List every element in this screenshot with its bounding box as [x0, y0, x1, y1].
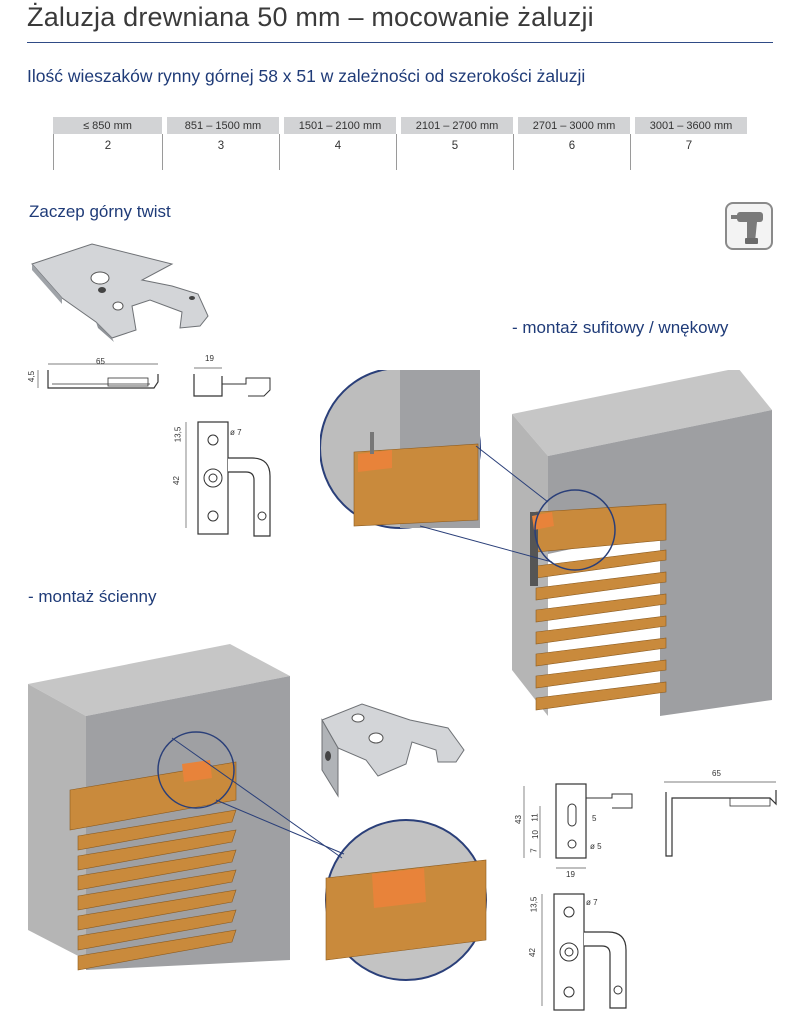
dimension-label: 10 [530, 830, 540, 839]
table-header-cell: 851 – 1500 mm [162, 117, 279, 134]
table-cell: 3 [162, 134, 279, 170]
dimension-label: 65 [712, 769, 721, 778]
dimension-label: 43 [513, 815, 523, 824]
table-caption: Ilość wieszaków rynny górnej 58 x 51 w z… [27, 66, 586, 86]
table-cell: 2 [53, 134, 162, 170]
dimension-label: 65 [96, 357, 105, 366]
wall-bracket-image [321, 703, 465, 798]
table-header-row: ≤ 850 mm 851 – 1500 mm 1501 – 2100 mm 21… [53, 117, 747, 134]
dimension-label: 11 [530, 813, 540, 822]
table-cell: 6 [513, 134, 630, 170]
bracket-side-drawing [37, 363, 159, 389]
table-header-cell: ≤ 850 mm [53, 117, 162, 134]
dimension-label: 42 [527, 948, 537, 957]
table-row: 2 3 4 5 6 7 [53, 134, 747, 170]
dimension-label: ø 7 [230, 428, 242, 437]
dimension-label: 5 [592, 814, 597, 823]
dimension-label: ø 7 [586, 898, 598, 907]
wall-bracket-front-drawing [523, 783, 633, 869]
dimension-label: 7 [529, 848, 539, 853]
table-cell: 4 [279, 134, 396, 170]
drill-icon [725, 202, 773, 250]
ceiling-mount-heading: - montaż sufitowy / wnękowy [512, 318, 729, 337]
wall-mount-image [28, 644, 487, 981]
dimension-label: 13,5 [173, 426, 183, 443]
wall-bracket-side-drawing [664, 781, 777, 857]
dimension-label: 13,5 [529, 896, 539, 913]
wall-bracket-bottom-drawing [541, 893, 627, 1011]
wall-mount-heading: - montaż ścienny [28, 587, 157, 606]
dimension-label: 19 [205, 354, 214, 363]
dimension-label: 19 [566, 870, 575, 879]
table-header-cell: 1501 – 2100 mm [279, 117, 396, 134]
table-cell: 7 [630, 134, 747, 170]
table-header-cell: 2701 – 3000 mm [513, 117, 630, 134]
title-divider [27, 42, 773, 43]
table-cell: 5 [396, 134, 513, 170]
twist-bracket-image [31, 243, 209, 342]
dimension-label: 42 [171, 476, 181, 485]
table-header-cell: 2101 – 2700 mm [396, 117, 513, 134]
bracket-end-drawing [193, 367, 271, 397]
page-title: Żaluzja drewniana 50 mm – mocowanie żalu… [27, 2, 594, 32]
dimension-label: ø 5 [590, 842, 602, 851]
table-header-cell: 3001 – 3600 mm [630, 117, 747, 134]
dimension-label: 4,5 [27, 370, 37, 383]
hanger-count-table: ≤ 850 mm 851 – 1500 mm 1501 – 2100 mm 21… [53, 117, 747, 170]
bracket-heading: Zaczep górny twist [29, 202, 171, 221]
ceiling-mount-image [320, 370, 772, 716]
bracket-front-drawing [185, 421, 271, 537]
